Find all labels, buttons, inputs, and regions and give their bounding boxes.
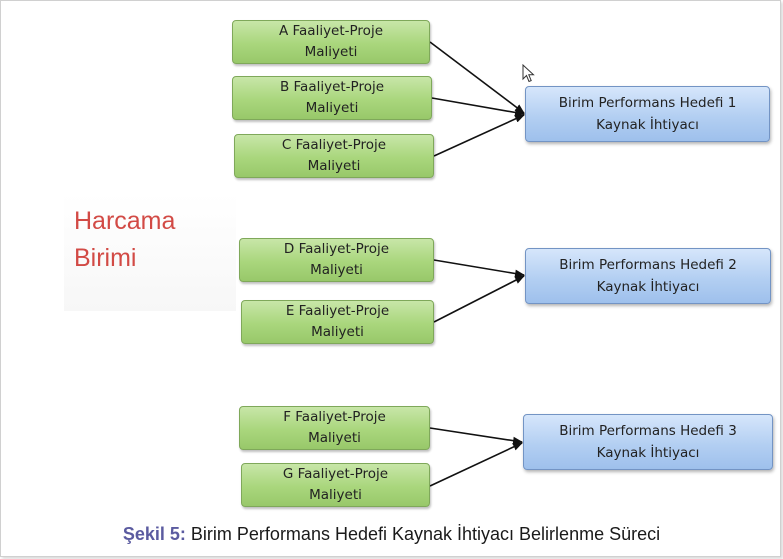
target-1-line1: Birim Performans Hedefi 1 (558, 95, 737, 111)
activity-e-line1: E Faaliyet-Proje (285, 303, 390, 319)
activity-a-line2: Maliyeti (304, 44, 358, 60)
activity-box-f: F Faaliyet-Proje Maliyeti (239, 406, 430, 450)
target-3-line1: Birim Performans Hedefi 3 (559, 423, 737, 439)
activity-a-line1: A Faaliyet-Proje (278, 23, 384, 39)
activity-box-c: C Faaliyet-Proje Maliyeti (234, 134, 434, 178)
mouse-cursor-icon (522, 64, 535, 83)
figure-label: Şekil 5: (122, 524, 186, 544)
activity-b-line2: Maliyeti (305, 100, 359, 116)
arrow-c-to-target-1 (433, 114, 525, 157)
activity-box-d: D Faaliyet-Proje Maliyeti (239, 238, 434, 282)
activity-box-b: B Faaliyet-Proje Maliyeti (232, 76, 432, 120)
activity-c-line1: C Faaliyet-Proje (281, 137, 387, 153)
activity-box-a: A Faaliyet-Proje Maliyeti (232, 20, 430, 64)
spending-unit-line1: Harcama (74, 207, 176, 235)
spending-unit-label: Harcama Birimi (64, 193, 236, 311)
target-2-line1: Birim Performans Hedefi 2 (559, 257, 737, 273)
arrow-g-to-target-3 (429, 442, 523, 487)
activity-f-line1: F Faaliyet-Proje (283, 409, 386, 425)
spending-unit-line2: Birimi (74, 244, 137, 272)
activity-box-g: G Faaliyet-Proje Maliyeti (241, 463, 430, 507)
arrow-a-to-target-1 (429, 41, 525, 114)
target-box-2: Birim Performans Hedefi 2 Kaynak İhtiyac… (525, 248, 771, 304)
target-box-3: Birim Performans Hedefi 3 Kaynak İhtiyac… (523, 414, 773, 470)
target-1-line2: Kaynak İhtiyacı (596, 117, 699, 133)
arrow-e-to-target-2 (433, 275, 525, 323)
activity-box-e: E Faaliyet-Proje Maliyeti (241, 300, 434, 344)
activity-d-line2: Maliyeti (310, 262, 363, 278)
activity-g-line1: G Faaliyet-Proje (282, 466, 389, 482)
activity-f-line2: Maliyeti (308, 430, 361, 446)
target-3-line2: Kaynak İhtiyacı (596, 445, 700, 461)
arrow-b-to-target-1 (431, 97, 525, 117)
activity-e-line2: Maliyeti (311, 324, 364, 340)
arrow-d-to-target-2 (433, 259, 525, 278)
figure-caption: Şekil 5: Birim Performans Hedefi Kaynak … (0, 524, 783, 545)
activity-g-line2: Maliyeti (309, 487, 362, 503)
activity-c-line2: Maliyeti (307, 158, 361, 174)
activity-d-line1: D Faaliyet-Proje (283, 241, 390, 257)
activity-b-line1: B Faaliyet-Proje (279, 79, 385, 95)
arrow-f-to-target-3 (429, 427, 523, 445)
target-2-line2: Kaynak İhtiyacı (596, 279, 700, 295)
target-box-1: Birim Performans Hedefi 1 Kaynak İhtiyac… (525, 86, 770, 142)
figure-caption-text: Birim Performans Hedefi Kaynak İhtiyacı … (185, 524, 661, 544)
